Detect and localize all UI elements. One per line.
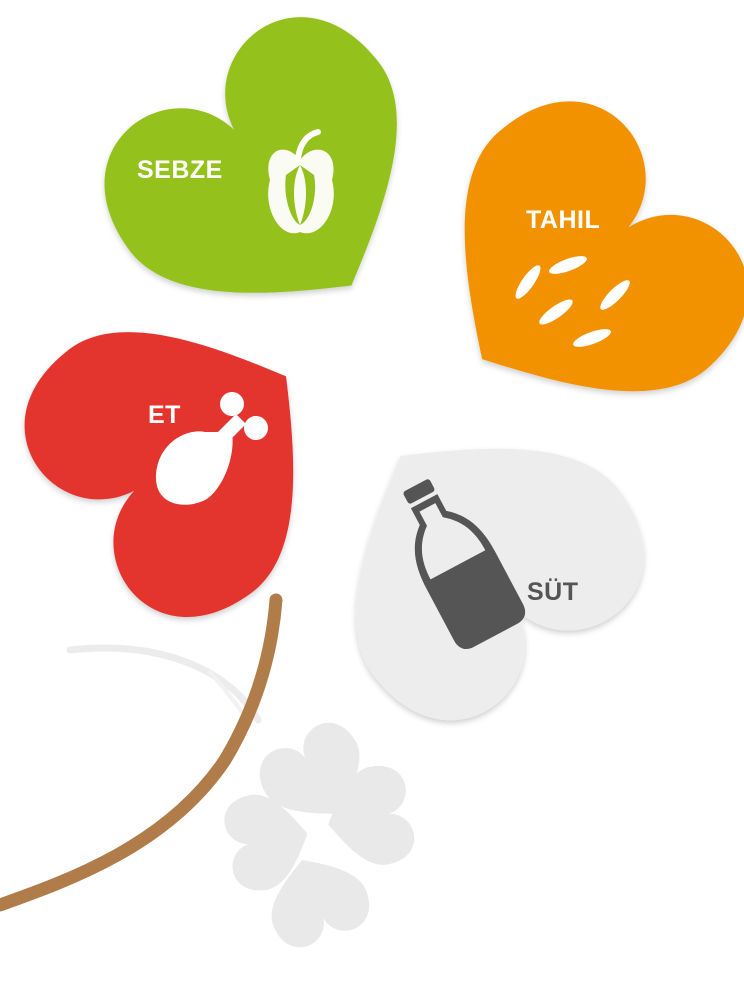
drumstick-icon (156, 392, 268, 505)
milk-bottle-icon (403, 479, 526, 650)
leaf-label-tahil: TAHIL (526, 206, 600, 234)
background-clover (220, 712, 419, 955)
clover-stem (0, 593, 283, 912)
pumpkin-icon (268, 129, 334, 234)
leaf-label-sebze: SEBZE (137, 156, 223, 184)
grain-icon (515, 256, 630, 347)
background-stem (66, 644, 262, 724)
leaf-label-et: ET (148, 401, 181, 429)
leaf-label-sut: SÜT (527, 577, 579, 606)
